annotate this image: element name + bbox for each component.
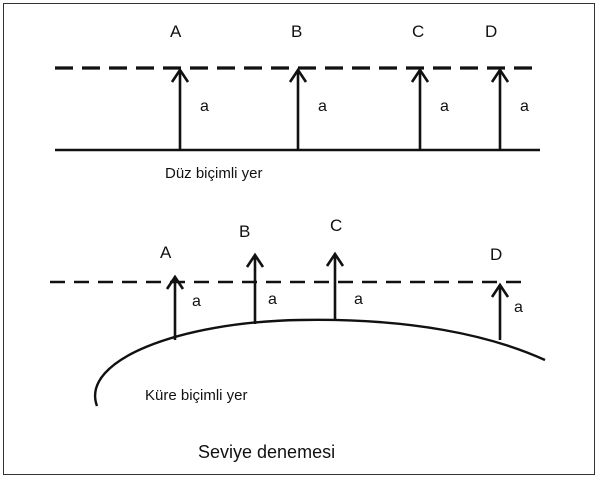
sphere-caption: Küre biçimli yer <box>145 387 248 404</box>
flat-point-d-label: D <box>485 22 497 41</box>
sphere-earth-diagram: A B C D a a a a Küre biçimli yer <box>50 216 546 407</box>
sphere-staff-b <box>245 252 265 324</box>
sphere-height-label-b: a <box>268 291 277 308</box>
flat-height-label-a: a <box>200 98 209 115</box>
sphere-staff-a <box>165 274 185 340</box>
flat-staff-b <box>288 67 308 150</box>
figure-title: Seviye denemesi <box>198 442 335 462</box>
flat-height-label-d: a <box>520 98 529 115</box>
sphere-point-a-label: A <box>160 243 172 262</box>
flat-earth-diagram: A B C D a a a a Düz biçimli yer <box>55 22 540 182</box>
sphere-point-d-label: D <box>490 245 502 264</box>
sphere-point-c-label: C <box>330 216 342 235</box>
flat-height-label-c: a <box>440 98 449 115</box>
flat-staff-a <box>170 67 190 150</box>
sphere-height-label-d: a <box>514 299 523 316</box>
flat-height-label-b: a <box>318 98 327 115</box>
flat-staff-d <box>490 67 510 150</box>
sphere-ground-curve <box>93 318 546 407</box>
flat-point-c-label: C <box>412 22 424 41</box>
flat-staff-c <box>410 67 430 150</box>
flat-caption: Düz biçimli yer <box>165 165 263 182</box>
sphere-height-label-a: a <box>192 293 201 310</box>
sphere-point-b-label: B <box>239 222 250 241</box>
sphere-staff-d <box>490 282 510 340</box>
flat-point-a-label: A <box>170 22 182 41</box>
flat-point-b-label: B <box>291 22 302 41</box>
sphere-height-label-c: a <box>354 291 363 308</box>
sphere-staff-c <box>325 251 345 319</box>
